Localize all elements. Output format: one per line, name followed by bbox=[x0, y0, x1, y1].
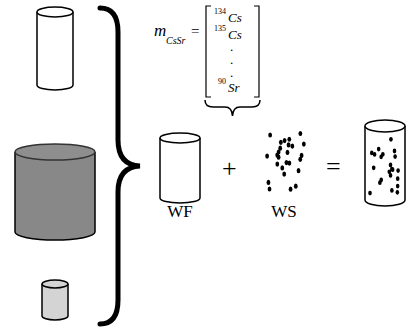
particle-dot bbox=[391, 167, 395, 172]
particle-dot bbox=[279, 140, 283, 145]
cylinder-body bbox=[160, 138, 200, 203]
particle-dot bbox=[396, 184, 400, 189]
particle-dot bbox=[390, 188, 394, 193]
mass-number: 134 bbox=[214, 8, 226, 16]
particle-dot bbox=[287, 142, 291, 147]
equals-sign: = bbox=[326, 154, 341, 180]
element-symbol: Sr bbox=[228, 81, 240, 94]
element-symbol: Cs bbox=[228, 11, 242, 24]
ellipsis-dot: . bbox=[230, 66, 233, 79]
node-label: WS bbox=[271, 203, 297, 220]
particle-dot bbox=[287, 137, 291, 142]
subscript: CsSr bbox=[166, 36, 185, 46]
particle-dot bbox=[265, 153, 269, 158]
curly-brace bbox=[100, 8, 140, 324]
white-cylinder bbox=[37, 7, 73, 90]
waste-form-cylinder: WF bbox=[155, 130, 205, 222]
waste-stream-dots: WS bbox=[258, 124, 310, 222]
particle-dot bbox=[267, 180, 271, 185]
particle-dot bbox=[289, 187, 293, 192]
equals-sign: = bbox=[191, 24, 199, 39]
particle-dot bbox=[302, 141, 306, 146]
particle-dot bbox=[389, 163, 393, 168]
mass-number: 135 bbox=[214, 25, 226, 33]
particle-dot bbox=[372, 165, 376, 170]
particle-dot bbox=[268, 186, 272, 191]
particle-dot bbox=[298, 131, 302, 136]
result-cylinder bbox=[365, 120, 405, 206]
dark-cylinder bbox=[15, 144, 95, 240]
particle-dot bbox=[396, 176, 400, 181]
vector-bracket bbox=[254, 6, 259, 97]
mass-number: 90 bbox=[218, 78, 226, 86]
particle-dot bbox=[278, 146, 282, 151]
particle-dot bbox=[275, 161, 279, 166]
particle-dot bbox=[275, 152, 279, 157]
vector-bracket bbox=[206, 6, 211, 97]
plus-sign: + bbox=[222, 156, 237, 182]
node-label: WF bbox=[167, 203, 193, 220]
particle-dot bbox=[393, 149, 397, 154]
particle-dot bbox=[388, 169, 392, 174]
particle-dot bbox=[268, 132, 272, 137]
particle-dot bbox=[368, 191, 372, 196]
particle-dot bbox=[396, 190, 400, 195]
light-cylinder bbox=[42, 280, 68, 320]
particle-dot bbox=[393, 154, 397, 159]
particle-dot bbox=[377, 147, 381, 152]
particle-dot bbox=[283, 138, 287, 143]
particle-dot bbox=[286, 150, 290, 155]
particle-dot bbox=[379, 177, 383, 182]
ellipsis-dot: . bbox=[230, 40, 233, 53]
particle-dot bbox=[389, 137, 393, 142]
particle-dot bbox=[290, 143, 294, 148]
particle-dot bbox=[294, 184, 298, 189]
particle-dot bbox=[396, 168, 400, 173]
ellipsis-dot: . bbox=[230, 53, 233, 66]
particle-dot bbox=[287, 160, 291, 165]
particle-dot bbox=[300, 153, 304, 158]
particle-dot bbox=[280, 165, 284, 170]
underbrace bbox=[205, 100, 260, 116]
cylinder-top bbox=[160, 133, 200, 143]
particle-dot bbox=[370, 151, 374, 156]
particle-dot bbox=[282, 171, 286, 176]
particle-dot bbox=[381, 152, 385, 157]
particle-dot bbox=[297, 168, 301, 173]
